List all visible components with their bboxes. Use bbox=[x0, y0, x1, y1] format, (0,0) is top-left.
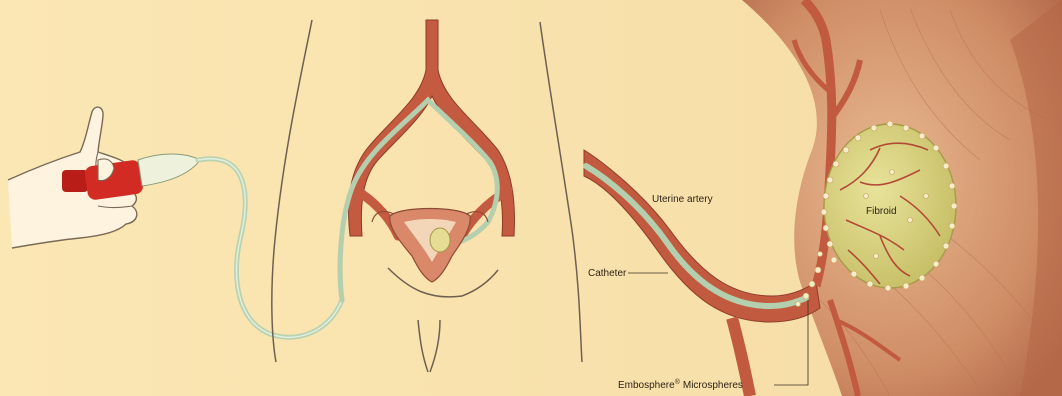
syringe-plunger bbox=[62, 170, 88, 192]
label-uterine-artery: Uterine artery bbox=[652, 194, 713, 205]
label-catheter: Catheter bbox=[588, 268, 627, 279]
label-fibroid: Fibroid bbox=[866, 206, 897, 217]
small-fibroid bbox=[430, 228, 450, 252]
